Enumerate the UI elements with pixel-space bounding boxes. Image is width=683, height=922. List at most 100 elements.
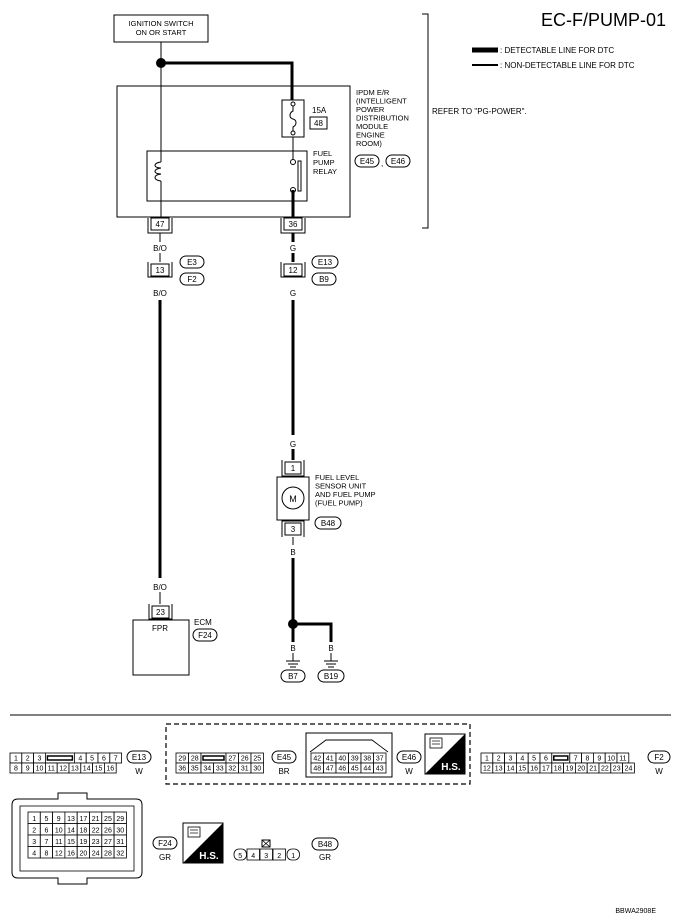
wire-color-b-1: B [290,548,295,557]
ipdm-connector-sep: , [381,159,383,168]
connector-pin-label: 2 [497,756,501,763]
connector-pin-label: 24 [92,851,100,858]
fuse-amp: 15A [312,106,327,115]
connector-tag-e13: E13 [311,255,339,269]
connector-pin-label: 1 [485,756,489,763]
connector-pin-label: 41 [326,756,334,763]
connector-pin-label: 40 [338,756,346,763]
connector-pin-label: 11 [48,766,55,773]
connector-pin-label: 29 [116,816,124,823]
connector-pin-label: 4 [251,853,255,860]
connector-key-mark [46,755,74,761]
svg-text:F2: F2 [187,275,197,284]
connector-pin-label: 11 [619,756,626,763]
connector-key-mark [553,755,569,761]
connector-b48-color: GR [319,853,331,862]
ground-icon-b19 [324,653,338,668]
connector-pin-label: 6 [544,756,548,763]
connector-pin-label: 19 [566,766,574,773]
connector-b48-pin [272,848,286,861]
wire-b-branch [293,622,333,642]
connector-pin-label: 37 [376,756,384,763]
connector-pin-label: 3 [38,756,42,763]
connector-pin-label: 16 [530,766,538,773]
connector-pin-label: 2 [26,756,30,763]
connector-pin-label: 13 [67,816,75,823]
motor-symbol: M [289,494,297,504]
connector-tag-e3: E3 [179,255,205,269]
ground-icon-b7 [286,653,300,668]
svg-text:B48: B48 [318,840,333,849]
svg-text:E46: E46 [391,157,406,166]
connector-f2-pin [622,762,635,774]
connector-pin-label: 9 [597,756,601,763]
connector-pin-label: 14 [67,828,75,835]
connector-pin-label: 19 [79,839,87,846]
connector-pin-label: 7 [44,839,48,846]
connector-pin-label: 9 [26,766,30,773]
connector-pin-label: 8 [44,851,48,858]
fuse-number-box [309,116,328,130]
fuse-number: 48 [314,119,323,128]
connector-pin-label: 2 [32,828,36,835]
connector-e45-tag: E45 [271,750,297,764]
connector-pin-label: 27 [104,839,112,846]
connector-pin-label: 46 [338,766,346,773]
connector-pin-label: 28 [104,851,112,858]
ecm-pin-name: FPR [152,624,168,633]
ipdm-connectors-frame [165,723,471,785]
refer-pg-power: REFER TO "PG-POWER". [432,107,527,116]
connector-tag-b48: B48 [314,516,342,530]
connector-pin-label: 34 [203,766,211,773]
motor-icon [281,486,305,510]
connector-pin-label: 12 [55,851,63,858]
connector-f24-pin [113,846,127,859]
connector-pin-label: 11 [55,839,62,846]
connector-e46-tag: E46 [396,750,422,764]
connector-e46-color: W [405,767,413,776]
svg-text:23: 23 [156,608,165,617]
connector-e45-pin [200,752,227,764]
connector-pin-label: 15 [518,766,526,773]
svg-text:E46: E46 [402,753,417,762]
svg-text:1: 1 [291,464,296,473]
connector-pin-label: 22 [601,766,609,773]
connector-pin-label: 5 [44,816,48,823]
connector-e45-color: BR [278,767,289,776]
connector-pin-label: 27 [228,756,236,763]
joint-connector-right: 12 [280,262,306,278]
ipdm-connector-e46-tag: E46 [385,154,411,168]
connector-e45-pin [250,762,264,774]
connector-b48-pin [259,848,273,861]
connector-e46-latch [309,739,389,753]
wire-color-bo-2: B/O [153,289,167,298]
connector-pin-label: 48 [313,766,321,773]
connector-pin-label: 17 [79,816,87,823]
connector-pin-label: 23 [92,839,100,846]
connector-pin-label: 32 [228,766,236,773]
legend-non-detectable-label: : NON-DETECTABLE LINE FOR DTC [500,61,635,70]
svg-text:36: 36 [289,220,298,229]
svg-text:F2: F2 [654,753,664,762]
connector-pin-label: 4 [520,756,524,763]
ipdm-bracket [422,13,429,229]
figure-id: BBWA2908E [615,908,656,915]
connector-pin-label: 42 [313,756,321,763]
fuel-pump-relay-box [146,150,308,202]
connector-pin-label: 14 [83,766,91,773]
ignition-switch-box [113,14,209,43]
connector-f2-tag: F2 [647,750,671,764]
connector-pin-label: 9 [57,816,61,823]
hs-icon-2: H.S. [182,822,224,864]
connector-f24-color: GR [159,853,171,862]
connector-pin-label: 32 [116,851,124,858]
svg-text:12: 12 [289,266,298,275]
connector-pin-label: 1 [32,816,36,823]
connector-pin-label: 28 [191,756,199,763]
fuel-pump-label: FUEL LEVEL SENSOR UNIT AND FUEL PUMP (FU… [315,473,378,508]
ground-tag-b7: B7 [280,669,306,683]
connector-pin-label: 4 [78,756,82,763]
